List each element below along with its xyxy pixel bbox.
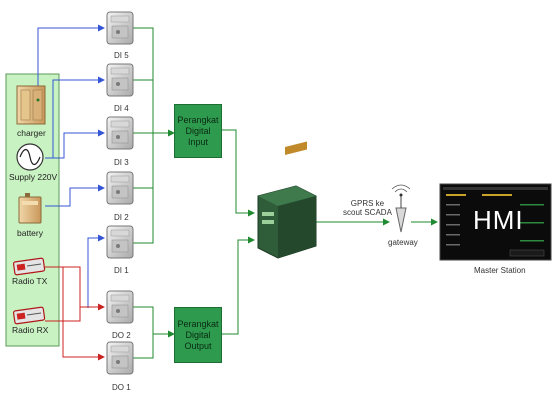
charger-icon [17, 86, 45, 124]
digital-input-line3: Input [177, 137, 218, 148]
module-label-do2: DO 2 [112, 331, 131, 340]
io-module-icon [107, 117, 133, 149]
digital-output-line2: Digital [177, 330, 218, 341]
digital-input-line2: Digital [177, 126, 218, 137]
battery-label: battery [17, 228, 43, 238]
gateway-label: gateway [388, 238, 418, 247]
gprs-label-line1: GPRS ke [343, 199, 392, 208]
antenna-icon [392, 185, 410, 232]
master-station-label: Master Station [474, 266, 526, 275]
io-module-icon [107, 12, 133, 44]
radio-rx-label: Radio RX [12, 325, 48, 335]
battery-icon [19, 193, 41, 223]
gprs-label-line2: scout SCADA [343, 208, 392, 217]
module-label-di4: DI 4 [114, 104, 129, 113]
io-module-icon [107, 291, 133, 323]
digital-output-box: Perangkat Digital Output [174, 307, 222, 363]
supply-label: Supply 220V [9, 172, 57, 182]
module-label-di1: DI 1 [114, 266, 129, 275]
io-module-icon [107, 342, 133, 374]
charger-label: charger [17, 128, 46, 138]
digital-output-line3: Output [177, 341, 218, 352]
module-label-di5: DI 5 [114, 51, 129, 60]
module-label-do1: DO 1 [112, 383, 131, 392]
ac-sine-icon [17, 144, 43, 170]
digital-input-box: Perangkat Digital Input [174, 104, 222, 158]
digital-input-line1: Perangkat [177, 115, 218, 126]
io-module-icon [107, 172, 133, 204]
io-module-icon [107, 226, 133, 258]
gprs-label: GPRS ke scout SCADA [343, 199, 392, 217]
hmi-label: HMI [473, 205, 524, 236]
module-label-di2: DI 2 [114, 213, 129, 222]
digital-output-line1: Perangkat [177, 319, 218, 330]
io-module-icon [107, 64, 133, 96]
radio-tx-label: Radio TX [12, 276, 47, 286]
module-label-di3: DI 3 [114, 158, 129, 167]
gprs-router-icon [258, 141, 316, 258]
